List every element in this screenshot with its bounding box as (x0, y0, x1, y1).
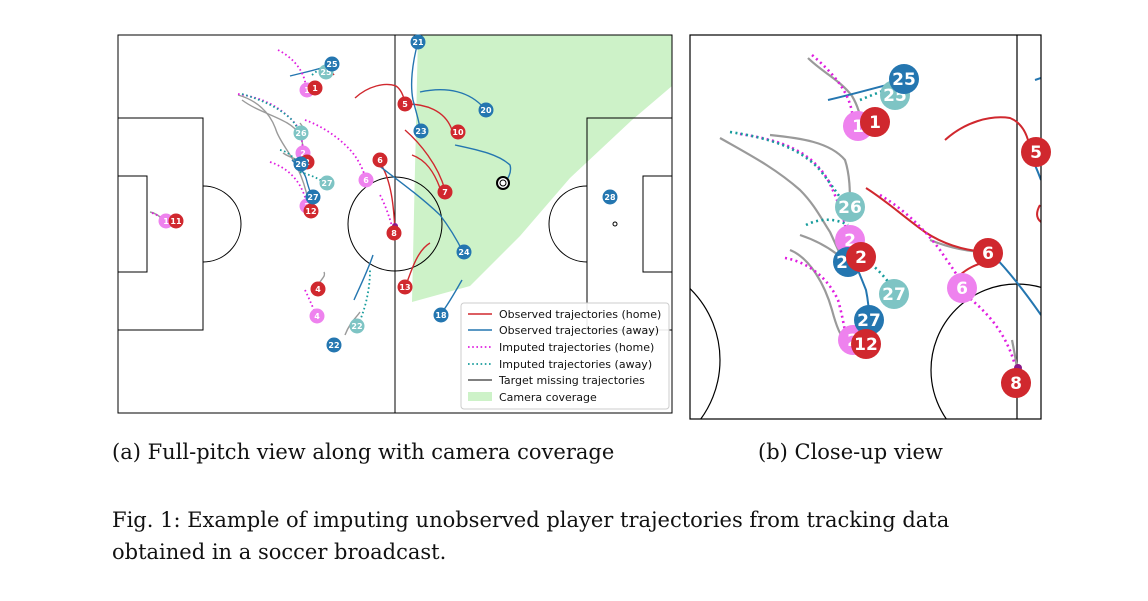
svg-text:25: 25 (326, 60, 338, 69)
legend-observed-away: Observed trajectories (away) (499, 324, 659, 337)
svg-text:13: 13 (399, 283, 410, 292)
subcaption-b: (b) Close-up view (758, 440, 943, 464)
player-marker-observed-home-1: 1 (307, 80, 323, 96)
player-marker-observed-home-4: 4 (310, 281, 326, 297)
closeup-marker-home-1: 1 (860, 107, 890, 137)
svg-text:18: 18 (435, 311, 447, 320)
legend-imputed-away: Imputed trajectories (away) (499, 358, 652, 371)
svg-text:24: 24 (458, 248, 470, 257)
player-marker-imputed-away-26: 26 (293, 125, 309, 141)
player-marker-observed-away-27: 27 (305, 189, 321, 205)
player-marker-observed-away-21: 21 (410, 34, 426, 50)
player-marker-observed-home-10: 10 (450, 124, 466, 140)
svg-text:27: 27 (857, 311, 881, 331)
svg-text:6: 6 (982, 244, 994, 264)
legend-camera-coverage: Camera coverage (499, 391, 597, 404)
svg-text:7: 7 (442, 188, 448, 197)
closeup-marker-home-2: 2 (846, 242, 876, 272)
figure-caption-line-1: Fig. 1: Example of imputing unobserved p… (112, 508, 950, 532)
figure-caption: Fig. 1: Example of imputing unobserved p… (112, 504, 1102, 568)
player-marker-observed-home-6: 6 (372, 152, 388, 168)
svg-text:26: 26 (295, 160, 307, 169)
svg-text:12: 12 (854, 335, 878, 355)
svg-text:1: 1 (852, 117, 864, 137)
closeup-panel: 25251126226227227126685 (689, 34, 1051, 420)
svg-text:27: 27 (882, 285, 906, 305)
svg-text:5: 5 (402, 100, 408, 109)
closeup-marker-home-12: 12 (851, 329, 881, 359)
closeup-marker-away-25: 25 (889, 64, 919, 94)
closeup-marker-home-6: 6 (973, 238, 1003, 268)
player-marker-observed-away-28: 28 (602, 189, 618, 205)
legend-observed-home: Observed trajectories (home) (499, 308, 661, 321)
subcaption-a: (a) Full-pitch view along with camera co… (112, 440, 615, 464)
player-marker-observed-away-22: 22 (326, 337, 342, 353)
svg-text:2: 2 (300, 149, 306, 158)
svg-text:2: 2 (844, 231, 856, 251)
svg-text:11: 11 (170, 217, 182, 226)
legend-imputed-home: Imputed trajectories (home) (499, 341, 654, 354)
svg-text:6: 6 (377, 156, 383, 165)
svg-text:12: 12 (305, 207, 316, 216)
svg-text:1: 1 (869, 113, 881, 133)
svg-text:4: 4 (315, 285, 321, 294)
legend-target-missing: Target missing trajectories (498, 374, 645, 387)
closeup-player-markers: 25251126226227227126685 (833, 64, 1051, 398)
svg-text:21: 21 (412, 38, 424, 47)
player-marker-observed-home-13: 13 (397, 279, 413, 295)
player-marker-observed-home-12: 12 (303, 203, 319, 219)
player-marker-observed-home-5: 5 (397, 96, 413, 112)
figure-caption-line-2: obtained in a soccer broadcast. (112, 540, 447, 564)
player-marker-observed-away-18: 18 (433, 307, 449, 323)
svg-text:1: 1 (312, 84, 318, 93)
closeup-marker-home-imp-6: 6 (947, 273, 977, 303)
closeup-marker-home-8: 8 (1001, 368, 1031, 398)
svg-text:22: 22 (328, 341, 339, 350)
closeup-marker-away-imp-27: 27 (879, 279, 909, 309)
svg-text:1: 1 (304, 86, 310, 95)
full-pitch-frame (117, 34, 673, 414)
player-marker-observed-home-7: 7 (437, 184, 453, 200)
player-marker-observed-home-8: 8 (386, 225, 402, 241)
svg-text:26: 26 (295, 129, 307, 138)
player-marker-observed-away-25: 25 (324, 56, 340, 72)
svg-text:27: 27 (321, 179, 332, 188)
svg-text:8: 8 (1010, 374, 1022, 394)
player-marker-observed-home-11: 11 (168, 213, 184, 229)
player-marker-observed-away-23: 23 (413, 123, 429, 139)
svg-text:25: 25 (892, 70, 916, 90)
player-marker-imputed-home-6: 6 (358, 172, 374, 188)
player-marker-observed-away-20: 20 (478, 102, 494, 118)
camera-coverage-area (412, 35, 672, 302)
svg-text:8: 8 (391, 229, 397, 238)
legend: Observed trajectories (home) Observed tr… (460, 302, 670, 410)
svg-text:28: 28 (604, 193, 616, 202)
svg-text:20: 20 (480, 106, 492, 115)
closeup-frame (689, 34, 1042, 420)
svg-text:22: 22 (351, 322, 362, 331)
svg-text:10: 10 (452, 128, 464, 137)
player-marker-imputed-away-27: 27 (319, 175, 335, 191)
svg-text:6: 6 (363, 176, 369, 185)
svg-text:25: 25 (320, 68, 332, 77)
svg-text:1: 1 (163, 217, 169, 226)
svg-text:6: 6 (956, 279, 968, 299)
svg-text:5: 5 (1030, 143, 1042, 163)
closeup-marker-home-5: 5 (1021, 137, 1051, 167)
svg-text:4: 4 (314, 312, 320, 321)
svg-text:23: 23 (415, 127, 426, 136)
svg-text:26: 26 (838, 198, 862, 218)
player-marker-imputed-away-22: 22 (349, 318, 365, 334)
full-pitch-panel: 1426122526272214567810111213221252023262… (117, 34, 673, 414)
svg-text:27: 27 (307, 193, 318, 202)
closeup-marker-away-27: 27 (854, 305, 884, 335)
svg-text:2: 2 (855, 248, 867, 268)
player-marker-observed-away-26: 26 (293, 156, 309, 172)
player-marker-observed-away-24: 24 (456, 244, 472, 260)
closeup-marker-away-imp-26: 26 (835, 192, 865, 222)
player-marker-imputed-home-4: 4 (309, 308, 325, 324)
full-pitch-player-markers: 1426122526272214567810111213221252023262… (158, 34, 618, 353)
